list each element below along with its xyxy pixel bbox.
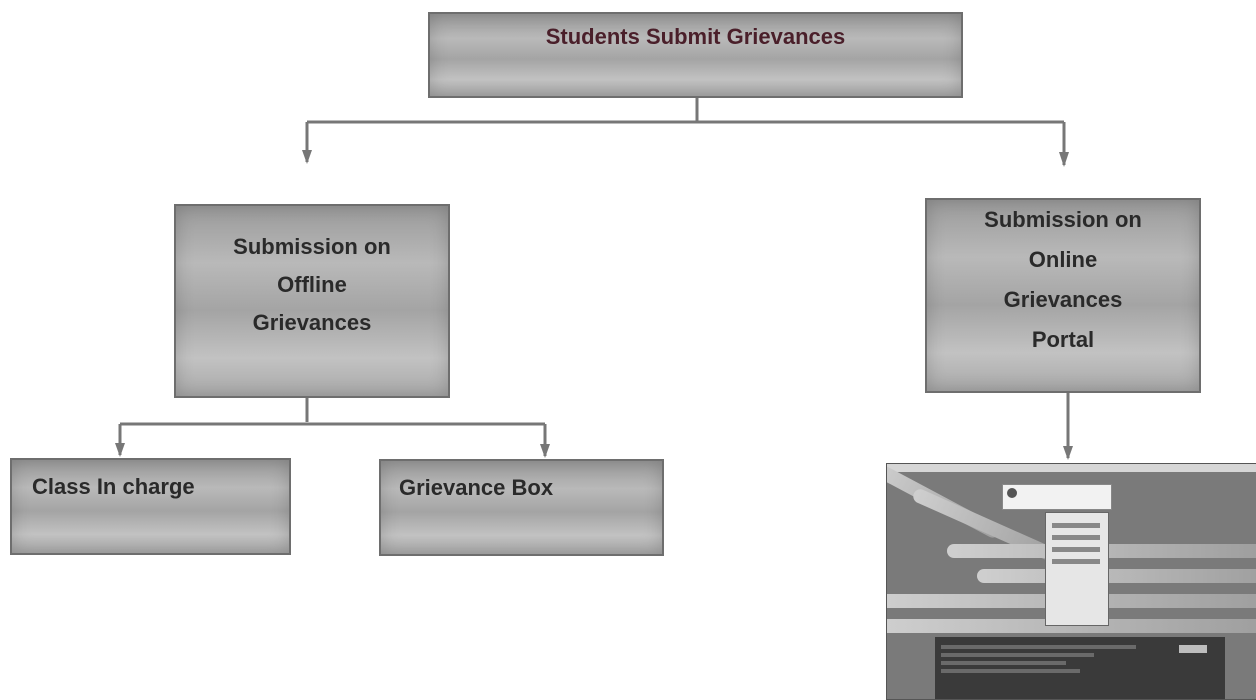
footer-line xyxy=(941,653,1094,657)
arrowhead-left xyxy=(302,150,312,164)
portal-website-thumbnail xyxy=(886,463,1256,700)
building-band xyxy=(887,619,1256,633)
browser-bar xyxy=(887,464,1256,472)
node-label-line: Online xyxy=(1028,247,1098,272)
popup-line xyxy=(1052,547,1100,552)
node-label: Grievance Box xyxy=(399,475,554,500)
node-label-line: Grievances xyxy=(252,310,372,335)
arrowhead-right xyxy=(1059,152,1069,167)
arrowhead-box xyxy=(540,444,550,458)
footer-line xyxy=(941,669,1080,673)
node-label: Class In charge xyxy=(32,474,195,499)
node-students-submit-grievances: Students Submit Grievances xyxy=(428,12,963,98)
arrowhead-class xyxy=(115,443,125,457)
popup-line xyxy=(1052,559,1100,564)
popup-line xyxy=(1052,535,1100,540)
arrowhead-online xyxy=(1063,446,1073,460)
node-label-line: Grievances xyxy=(1003,287,1123,312)
building-band xyxy=(977,569,1256,583)
footer-line xyxy=(941,645,1136,649)
logo-icon xyxy=(1007,488,1017,498)
footer-button xyxy=(1179,645,1207,653)
footer-line xyxy=(941,661,1067,665)
node-online-grievances-portal: Submission on Online Grievances Portal xyxy=(925,198,1201,393)
node-grievance-box: Grievance Box xyxy=(379,459,664,556)
node-label-line: Portal xyxy=(1031,327,1095,352)
node-label-line: Offline xyxy=(277,272,347,297)
node-offline-grievances: Submission on Offline Grievances xyxy=(174,204,450,398)
node-label-line: Submission on xyxy=(233,234,391,259)
node-class-in-charge: Class In charge xyxy=(10,458,291,555)
popup-panel xyxy=(1045,512,1109,626)
node-label-line: Submission on xyxy=(984,207,1142,232)
site-header-card xyxy=(1002,484,1112,510)
node-label: Students Submit Grievances xyxy=(545,24,846,49)
popup-line xyxy=(1052,523,1100,528)
site-footer xyxy=(935,637,1225,699)
